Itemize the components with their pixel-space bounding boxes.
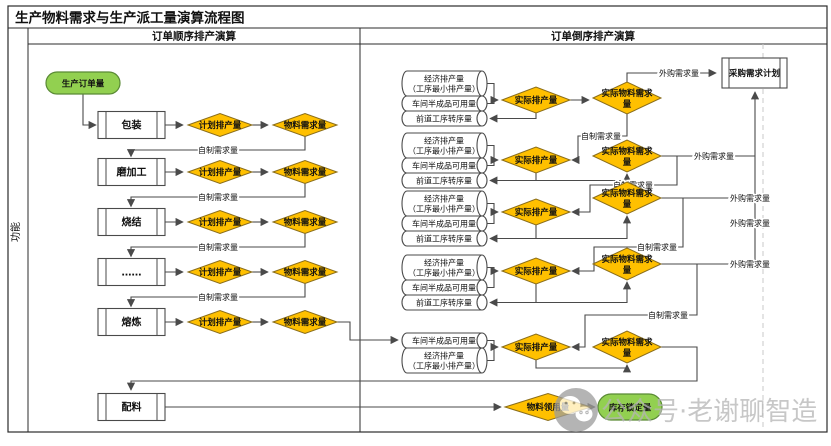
svg-text:计划排产量: 计划排产量 [199, 120, 242, 131]
datastore-group: 车间半成品可用量 经济排产量 （工序最小排产量） 实际排产量 实际物料需求 量 [401, 330, 663, 374]
start-terminator: 生产订单量 [45, 71, 121, 95]
svg-text:经济排产量: 经济排产量 [424, 194, 464, 204]
self-made-label: 自制需求量 [198, 292, 238, 302]
svg-text:经济排产量: 经济排产量 [424, 136, 464, 146]
process-melting: 熔炼 [97, 307, 166, 337]
planned-qty-diamond: 计划排产量 物料需求量 [186, 112, 339, 138]
purchase-demand-label: 外购需求量 [730, 193, 770, 203]
connectors [82, 68, 760, 412]
svg-text:前道工序转序量: 前道工序转序量 [416, 298, 472, 308]
svg-text:物料需求量: 物料需求量 [284, 120, 327, 131]
svg-text:量: 量 [623, 199, 632, 210]
process-sintering: 烧结 [97, 207, 166, 237]
wechat-icon [554, 388, 598, 432]
svg-text:车间半成品可用量: 车间半成品可用量 [412, 336, 476, 346]
svg-text:计划排产量: 计划排产量 [199, 317, 242, 328]
svg-text:磨加工: 磨加工 [116, 166, 147, 179]
svg-text:库存锁定量: 库存锁定量 [609, 403, 652, 414]
process-grinding: 磨加工 [97, 157, 166, 187]
column-header-left: 订单顺序排产演算 [152, 30, 236, 43]
purchase-demand-label: 外购需求量 [694, 151, 734, 161]
svg-text:实际物料需求: 实际物料需求 [601, 337, 653, 348]
planned-qty-diamond: 计划排产量 物料需求量 [186, 159, 339, 185]
process-packaging: 包装 [97, 110, 166, 140]
self-made-label: 自制需求量 [198, 192, 238, 202]
stock-lock-terminator: 库存锁定量 [597, 393, 663, 421]
purchase-plan-box: 采购需求计划 [721, 57, 788, 89]
svg-text:量: 量 [623, 265, 632, 276]
svg-text:前道工序转序量: 前道工序转序量 [416, 234, 472, 244]
process-ellipsis: …… [97, 257, 166, 287]
svg-text:（工序最小排产量）: （工序最小排产量） [408, 84, 480, 94]
svg-text:（工序最小排产量）: （工序最小排产量） [408, 268, 480, 278]
svg-text:实际排产量: 实际排产量 [515, 95, 558, 106]
svg-text:计划排产量: 计划排产量 [199, 217, 242, 228]
svg-text:实际物料需求: 实际物料需求 [601, 254, 653, 265]
svg-text:量: 量 [623, 157, 632, 168]
purchase-demand-label: 外购需求量 [730, 218, 770, 228]
svg-text:物料需求量: 物料需求量 [284, 317, 327, 328]
svg-text:物料需求量: 物料需求量 [284, 167, 327, 178]
datastore-group: 经济排产量 （工序最小排产量） 车间半成品可用量 前道工序转序量 实际排产量 实… [401, 181, 663, 247]
svg-text:经济排产量: 经济排产量 [424, 74, 464, 84]
planned-qty-diamond: 计划排产量 物料需求量 [186, 259, 339, 285]
svg-text:前道工序转序量: 前道工序转序量 [416, 114, 472, 124]
self-made-label: 自制需求量 [198, 145, 238, 155]
self-made-label: 自制需求量 [581, 131, 621, 141]
svg-text:实际物料需求: 实际物料需求 [601, 88, 653, 99]
svg-text:生产订单量: 生产订单量 [62, 79, 105, 90]
planned-qty-diamond: 计划排产量 物料需求量 [186, 209, 339, 235]
watermark: 公众号·老谢聊智造 [554, 388, 817, 432]
svg-text:采购需求计划: 采购需求计划 [728, 68, 780, 79]
svg-text:实际排产量: 实际排产量 [515, 342, 558, 353]
svg-text:车间半成品可用量: 车间半成品可用量 [412, 219, 476, 229]
purchase-demand-label: 外购需求量 [659, 68, 699, 78]
svg-text:……: …… [122, 268, 142, 279]
datastore-group: 经济排产量 （工序最小排产量） 车间半成品可用量 前道工序转序量 实际排产量 实… [401, 132, 663, 189]
svg-text:车间半成品可用量: 车间半成品可用量 [412, 99, 476, 109]
svg-text:烧结: 烧结 [122, 216, 142, 229]
svg-text:实际排产量: 实际排产量 [515, 155, 558, 166]
svg-text:配料: 配料 [122, 401, 142, 414]
page-title: 生产物料需求与生产派工量演算流程图 [15, 10, 245, 27]
svg-text:包装: 包装 [122, 119, 142, 132]
svg-text:车间半成品可用量: 车间半成品可用量 [412, 161, 476, 171]
svg-text:物料需求量: 物料需求量 [284, 217, 327, 228]
svg-text:车间半成品可用量: 车间半成品可用量 [412, 283, 476, 293]
svg-text:量: 量 [623, 348, 632, 359]
swimlane-frame: 生产物料需求与生产派工量演算流程图 订单顺序排产演算 订单倒序排产演算 功能 [7, 5, 828, 433]
svg-text:实际排产量: 实际排产量 [515, 207, 558, 218]
datastore-group: 经济排产量 （工序最小排产量） 车间半成品可用量 前道工序转序量 实际排产量 实… [401, 247, 663, 311]
self-made-label: 自制需求量 [198, 242, 238, 252]
svg-text:量: 量 [623, 99, 632, 110]
svg-text:经济排产量: 经济排产量 [424, 351, 464, 361]
svg-text:熔炼: 熔炼 [122, 316, 142, 329]
svg-text:经济排产量: 经济排产量 [424, 258, 464, 268]
svg-text:实际物料需求: 实际物料需求 [601, 146, 653, 157]
svg-text:物料需求量: 物料需求量 [284, 267, 327, 278]
svg-text:（工序最小排产量）: （工序最小排产量） [408, 204, 480, 214]
svg-text:物料领用量: 物料领用量 [527, 402, 570, 413]
planned-qty-diamond: 计划排产量 物料需求量 [186, 309, 339, 335]
svg-text:计划排产量: 计划排产量 [199, 167, 242, 178]
svg-text:（工序最小排产量）: （工序最小排产量） [408, 146, 480, 156]
datastore-group: 经济排产量 （工序最小排产量） 车间半成品可用量 前道工序转序量 实际排产量 实… [401, 70, 663, 127]
svg-text:（工序最小排产量）: （工序最小排产量） [408, 361, 480, 371]
watermark-text: 公众号·老谢聊智造 [601, 397, 817, 427]
self-made-label: 自制需求量 [648, 310, 688, 320]
self-made-label: 自制需求量 [637, 242, 677, 252]
purchase-demand-label: 外购需求量 [730, 259, 770, 269]
svg-text:计划排产量: 计划排产量 [199, 267, 242, 278]
lane-label: 功能 [9, 222, 22, 242]
svg-text:实际物料需求: 实际物料需求 [601, 188, 653, 199]
svg-text:前道工序转序量: 前道工序转序量 [416, 176, 472, 186]
column-header-right: 订单倒序排产演算 [551, 30, 635, 43]
process-batching: 配料 [97, 392, 166, 422]
svg-text:实际排产量: 实际排产量 [515, 266, 558, 277]
